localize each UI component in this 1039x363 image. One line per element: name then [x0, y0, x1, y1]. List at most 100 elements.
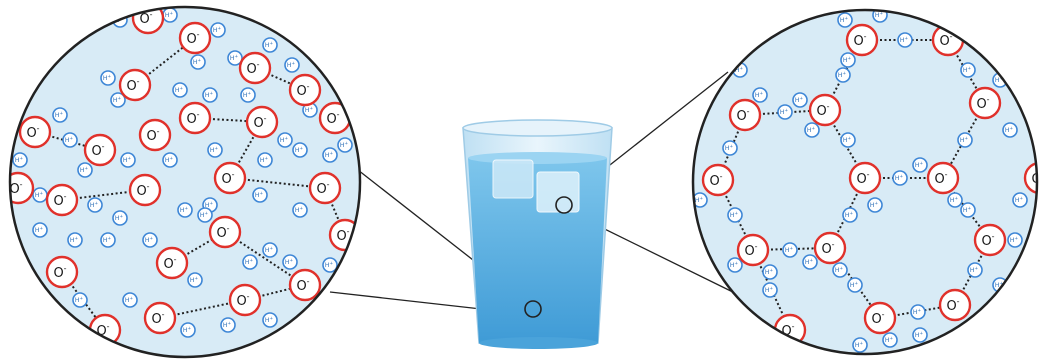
oxygen-charge: -	[720, 172, 723, 181]
hydrogen-charge: +	[184, 206, 188, 212]
hydrogen-charge: +	[899, 174, 903, 180]
hydrogen-atom: H+	[293, 203, 307, 217]
hydrogen-atom: H+	[836, 68, 850, 82]
oxygen-atom: O-	[157, 248, 187, 278]
hydrogen-atom: H+	[913, 158, 927, 172]
oxygen-atom: O-	[133, 3, 163, 33]
hydrogen-label: H+	[315, 316, 324, 325]
hydrogen-atom: H+	[88, 198, 102, 212]
hydrogen-atom: H+	[63, 133, 77, 147]
hydrogen-charge: +	[69, 136, 73, 142]
hydrogen-atom: H+	[293, 143, 307, 157]
oxygen-atom: O-	[865, 303, 895, 333]
oxygen-charge: -	[64, 192, 67, 201]
oxygen-charge: -	[747, 107, 750, 116]
oxygen-atom: O-	[940, 290, 970, 320]
oxygen-charge: -	[232, 170, 235, 179]
hydrogen-charge: +	[974, 266, 978, 272]
liquid-water-circle-bg	[10, 7, 360, 357]
hydrogen-charge: +	[209, 201, 213, 207]
hydrogen-atom: H+	[163, 8, 177, 22]
hydrogen-charge: +	[217, 26, 221, 32]
hydrogen-charge: +	[259, 191, 263, 197]
hydrogen-charge: +	[329, 261, 333, 267]
hydrogen-charge: +	[319, 316, 323, 322]
oxygen-charge: -	[827, 102, 830, 111]
hydrogen-atom: H+	[33, 188, 47, 202]
oxygen-atom: O-	[145, 303, 175, 333]
hydrogen-charge: +	[964, 136, 968, 142]
oxygen-charge: -	[247, 292, 250, 301]
hydrogen-atom: H+	[1008, 233, 1022, 247]
hydrogen-atom: H+	[188, 273, 202, 287]
hydrogen-charge: +	[39, 226, 43, 232]
hydrogen-charge: +	[967, 66, 971, 72]
hydrogen-atom: H+	[123, 293, 137, 307]
hydrogen-charge: +	[169, 11, 173, 17]
oxygen-charge: -	[37, 124, 40, 133]
hydrogen-charge: +	[179, 86, 183, 92]
hydrogen-atom: H+	[911, 305, 925, 319]
hydrogen-charge: +	[299, 206, 303, 212]
liquid-water-circle: H+H+H+H+H+H+H+H+H+H+H+H+H+H+H+H+H+H+H+H+…	[3, 3, 360, 357]
hydrogen-atom: H+	[961, 203, 975, 217]
hydrogen-charge: +	[129, 296, 133, 302]
oxygen-atom: O-	[730, 100, 760, 130]
hydrogen-atom: H+	[243, 255, 257, 269]
hydrogen-atom: H+	[203, 88, 217, 102]
hydrogen-charge: +	[789, 246, 793, 252]
hydrogen-charge: +	[269, 246, 273, 252]
hydrogen-charge: +	[214, 146, 218, 152]
hydrogen-atom: H+	[723, 141, 737, 155]
hydrogen-atom: H+	[961, 63, 975, 77]
hydrogen-atom: H+	[841, 133, 855, 147]
hydrogen-atom: H+	[948, 193, 962, 207]
hydrogen-charge: +	[291, 61, 295, 67]
hydrogen-charge: +	[247, 91, 251, 97]
hydrogen-charge: +	[269, 41, 273, 47]
oxygen-atom: O-	[320, 103, 350, 133]
hydrogen-charge: +	[769, 286, 773, 292]
hydrogen-charge: +	[39, 191, 43, 197]
hydrogen-charge: +	[847, 136, 851, 142]
hydrogen-charge: +	[169, 156, 173, 162]
hydrogen-charge: +	[874, 201, 878, 207]
oxygen-atom: O-	[85, 135, 115, 165]
hydrogen-atom: H+	[805, 123, 819, 137]
hydrogen-atom: H+	[121, 153, 135, 167]
hydrogen-charge: +	[127, 156, 131, 162]
oxygen-atom: O-	[240, 53, 270, 83]
oxygen-atom: O-	[130, 175, 160, 205]
hydrogen-charge: +	[94, 201, 98, 207]
hydrogen-atom: H+	[893, 171, 907, 185]
oxygen-charge: -	[20, 180, 23, 189]
hydrogen-charge: +	[859, 341, 863, 347]
oxygen-charge: -	[307, 82, 310, 91]
hydrogen-atom: H+	[913, 328, 927, 342]
hydrogen-atom: H+	[191, 55, 205, 69]
oxygen-atom: O-	[210, 217, 240, 247]
oxygen-charge: -	[107, 322, 110, 331]
oxygen-atom: O-	[47, 185, 77, 215]
hydrogen-charge: +	[107, 74, 111, 80]
oxygen-atom: O-	[215, 163, 245, 193]
hydrogen-charge: +	[204, 211, 208, 217]
hydrogen-charge: +	[954, 196, 958, 202]
hydrogen-charge: +	[344, 141, 348, 147]
hydrogen-atom: H+	[883, 333, 897, 347]
oxygen-atom: O-	[230, 285, 260, 315]
hydrogen-charge: +	[299, 146, 303, 152]
oxygen-charge: -	[755, 242, 758, 251]
hydrogen-atom: H+	[753, 88, 767, 102]
oxygen-atom: O-	[180, 23, 210, 53]
hydrogen-atom: H+	[178, 203, 192, 217]
glass-rim	[463, 120, 612, 136]
hydrogen-charge: +	[234, 54, 238, 60]
hydrogen-charge: +	[197, 58, 201, 64]
hydrogen-atom: H+	[143, 233, 157, 247]
hydrogen-atom: H+	[313, 313, 327, 327]
oxygen-charge: -	[137, 77, 140, 86]
oxygen-atom: O-	[290, 75, 320, 105]
hydrogen-atom: H+	[253, 188, 267, 202]
